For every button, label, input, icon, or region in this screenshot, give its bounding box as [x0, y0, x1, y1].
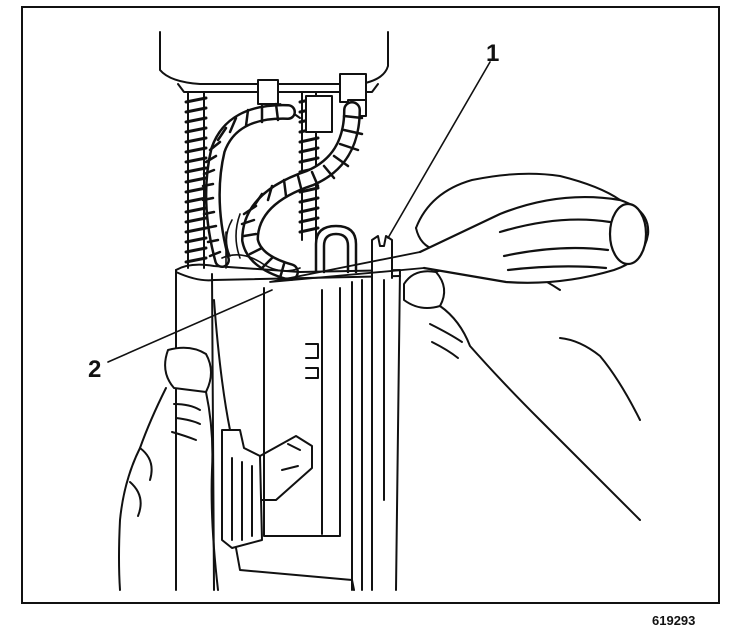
illustration-frame: [21, 6, 720, 604]
callout-1-label: 1: [486, 40, 500, 67]
threaded-rod-left: [184, 91, 208, 269]
left-hand: [118, 346, 219, 591]
leader-lines: [107, 61, 491, 363]
retaining-loop: [314, 224, 358, 274]
module-top-cap: [159, 31, 389, 93]
leader-line-2: [107, 289, 273, 363]
electrical-connector: [221, 429, 355, 591]
locking-tab: [371, 235, 393, 281]
corrugated-hose-right: [240, 101, 364, 281]
figure-code: 619293: [652, 613, 696, 628]
corrugated-hose-left: [201, 102, 296, 268]
right-hand: [403, 172, 641, 521]
screwdriver: [269, 196, 650, 284]
callout-2-label: 2: [88, 356, 102, 383]
leader-line-1: [387, 61, 491, 239]
sender-reservoir-body: [175, 263, 401, 591]
